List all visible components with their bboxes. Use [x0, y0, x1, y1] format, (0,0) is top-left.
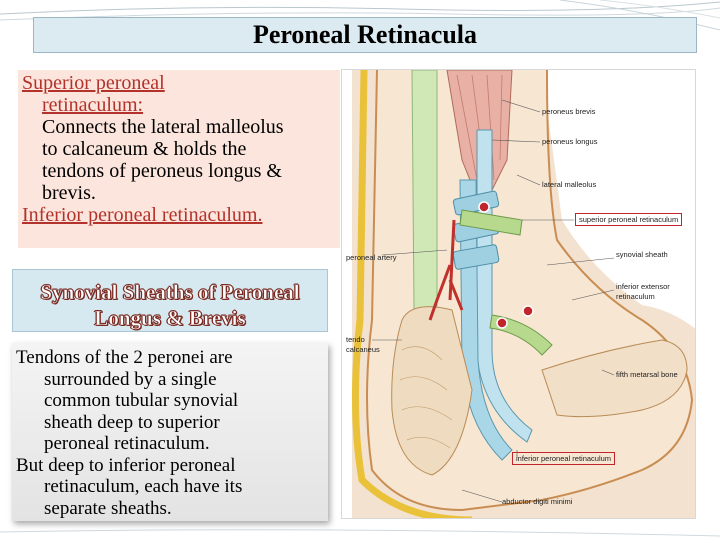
tendons-line: separate sheaths. — [16, 498, 324, 520]
label-peroneus-brevis: peroneus brevis — [542, 107, 595, 116]
label-lateral-malleolus: lateral malleolus — [542, 180, 596, 189]
label-abductor-digiti-minimi: abductor digiti minimi — [502, 497, 572, 506]
tendons-text-box: Tendons of the 2 peronei are surrounded … — [12, 343, 328, 521]
label-inferior-extensor-line1: inferior extensor — [616, 282, 670, 291]
superior-heading-line2: retinaculum: — [22, 94, 336, 116]
superior-body-line: brevis. — [22, 182, 336, 204]
tendons-line: common tubular synovial — [16, 390, 324, 412]
superior-body-line: Connects the lateral malleolus — [22, 116, 336, 138]
ankle-anatomy-figure: peroneus brevis peroneus longus lateral … — [341, 69, 696, 519]
label-fifth-metatarsal: fifth metarsal bone — [616, 370, 678, 379]
tendons-line: sheath deep to superior — [16, 412, 324, 434]
inferior-retinaculum-line: Inferior peroneal retinaculum. — [22, 204, 336, 226]
synovial-heading-box: Synovial Sheaths of Peroneal Longus & Br… — [12, 269, 328, 332]
label-peroneus-longus: peroneus longus — [542, 137, 597, 146]
tendons-line: Tendons of the 2 peronei are — [16, 347, 324, 369]
superior-body-line: to calcaneum & holds the — [22, 138, 336, 160]
synovial-heading-line1: Synovial Sheaths of Peroneal — [40, 280, 299, 304]
superior-body-line: tendons of peroneus longus & — [22, 160, 336, 182]
synovial-heading: Synovial Sheaths of Peroneal Longus & Br… — [40, 279, 299, 331]
synovial-heading-line2: Longus & Brevis — [94, 306, 245, 330]
label-inferior-peroneal-retinaculum: inferior peroneal retinaculum — [512, 452, 615, 465]
title-bar: Peroneal Retinacula — [33, 17, 697, 53]
superior-retinaculum-box: Superior peroneal retinaculum: Connects … — [18, 70, 340, 248]
label-tendo-line1: tendo — [346, 335, 365, 344]
label-superior-peroneal-retinaculum: superior peroneal retinaculum — [575, 213, 682, 226]
label-tendo-line2: calcaneus — [346, 345, 380, 354]
label-inferior-extensor-line2: retinaculum — [616, 292, 655, 301]
tendons-line: surrounded by a single — [16, 369, 324, 391]
tendons-line: peroneal retinaculum. — [16, 433, 324, 455]
tendons-line: retinaculum, each have its — [16, 476, 324, 498]
label-peroneal-artery: peroneal artery — [346, 253, 396, 262]
superior-heading-line1: Superior peroneal — [22, 72, 336, 94]
label-synovial-sheath: synovial sheath — [616, 250, 668, 259]
tendons-line: But deep to inferior peroneal — [16, 455, 324, 477]
page-title: Peroneal Retinacula — [253, 22, 477, 48]
